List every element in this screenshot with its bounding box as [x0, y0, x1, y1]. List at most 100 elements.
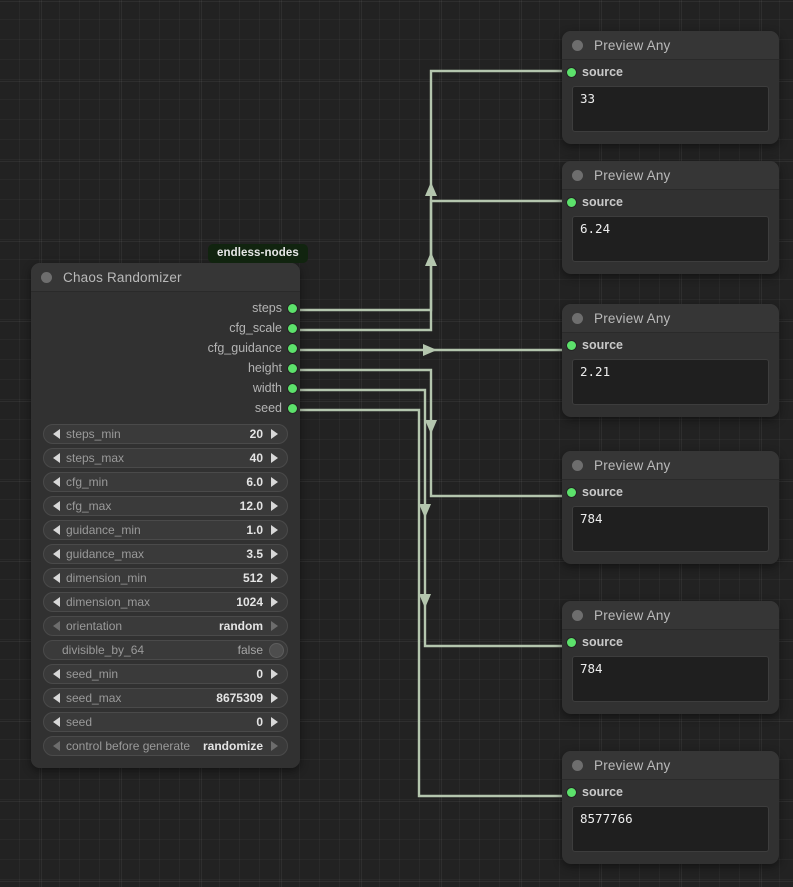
widget-value[interactable]: false [237, 643, 263, 657]
chevron-right-icon[interactable] [271, 429, 278, 439]
input-slot-dot-icon[interactable] [567, 637, 576, 647]
chevron-left-icon[interactable] [53, 597, 60, 607]
input-slot-dot-icon[interactable] [567, 67, 576, 77]
chevron-left-icon[interactable] [53, 717, 60, 727]
collapse-dot-icon[interactable] [572, 169, 583, 181]
widget-value[interactable]: 6.0 [246, 475, 263, 489]
node-header[interactable]: Preview Any [562, 161, 779, 190]
chevron-right-icon[interactable] [271, 501, 278, 511]
collapse-dot-icon[interactable] [572, 609, 583, 621]
collapse-dot-icon[interactable] [572, 312, 583, 324]
collapse-dot-icon[interactable] [572, 759, 583, 771]
chevron-left-icon[interactable] [53, 453, 60, 463]
chevron-left-icon[interactable] [53, 477, 60, 487]
chevron-left-icon[interactable] [53, 621, 60, 631]
output-slot-dot-icon[interactable] [288, 383, 297, 393]
chevron-right-icon[interactable] [271, 549, 278, 559]
chevron-right-icon[interactable] [271, 597, 278, 607]
output-slot-dot-icon[interactable] [288, 403, 297, 413]
output-slot-cfg_guidance[interactable]: cfg_guidance [31, 338, 300, 358]
chevron-right-icon[interactable] [271, 621, 278, 631]
output-slot-dot-icon[interactable] [288, 303, 297, 313]
input-slot-source[interactable]: source [562, 60, 779, 84]
output-slot-cfg_scale[interactable]: cfg_scale [31, 318, 300, 338]
chevron-left-icon[interactable] [53, 501, 60, 511]
output-slot-seed[interactable]: seed [31, 398, 300, 418]
node-preview-any-2[interactable]: Preview Any source 6.24 [562, 161, 779, 274]
collapse-dot-icon[interactable] [572, 39, 583, 51]
widget-value[interactable]: 12.0 [239, 499, 263, 513]
preview-value-textarea[interactable]: 8577766 [572, 806, 769, 852]
chevron-left-icon[interactable] [53, 525, 60, 535]
input-slot-dot-icon[interactable] [567, 340, 576, 350]
chevron-right-icon[interactable] [271, 453, 278, 463]
chevron-left-icon[interactable] [53, 669, 60, 679]
preview-value-textarea[interactable]: 33 [572, 86, 769, 132]
chevron-left-icon[interactable] [53, 573, 60, 583]
node-header[interactable]: Chaos Randomizer [31, 263, 300, 292]
chevron-left-icon[interactable] [53, 429, 60, 439]
chevron-right-icon[interactable] [271, 573, 278, 583]
widget-value[interactable]: 3.5 [246, 547, 263, 561]
node-header[interactable]: Preview Any [562, 601, 779, 630]
widget-value[interactable]: 40 [249, 451, 263, 465]
input-slot-source[interactable]: source [562, 333, 779, 357]
input-slot-source[interactable]: source [562, 480, 779, 504]
input-slot-dot-icon[interactable] [567, 197, 576, 207]
chevron-right-icon[interactable] [271, 693, 278, 703]
widget-value[interactable]: 1.0 [246, 523, 263, 537]
preview-value-textarea[interactable]: 6.24 [572, 216, 769, 262]
widget-value[interactable]: random [218, 619, 263, 633]
widget-value[interactable]: 512 [242, 571, 263, 585]
chevron-left-icon[interactable] [53, 741, 60, 751]
chevron-right-icon[interactable] [271, 717, 278, 727]
collapse-dot-icon[interactable] [41, 271, 52, 283]
input-slot-source[interactable]: source [562, 190, 779, 214]
input-slot-source[interactable]: source [562, 780, 779, 804]
node-header[interactable]: Preview Any [562, 451, 779, 480]
preview-value-textarea[interactable]: 784 [572, 656, 769, 702]
preview-value-textarea[interactable]: 2.21 [572, 359, 769, 405]
output-slot-steps[interactable]: steps [31, 298, 300, 318]
output-slot-width[interactable]: width [31, 378, 300, 398]
output-slot-height[interactable]: height [31, 358, 300, 378]
node-header[interactable]: Preview Any [562, 304, 779, 333]
node-preview-any-6[interactable]: Preview Any source 8577766 [562, 751, 779, 864]
output-slot-dot-icon[interactable] [288, 363, 297, 373]
widget-value[interactable]: 0 [256, 667, 263, 681]
node-preview-any-4[interactable]: Preview Any source 784 [562, 451, 779, 564]
chevron-right-icon[interactable] [271, 477, 278, 487]
node-preview-any-3[interactable]: Preview Any source 2.21 [562, 304, 779, 417]
widget-value[interactable]: 8675309 [216, 691, 263, 705]
chevron-right-icon[interactable] [271, 741, 278, 751]
node-preview-any-1[interactable]: Preview Any source 33 [562, 31, 779, 144]
collapse-dot-icon[interactable] [572, 459, 583, 471]
input-slot-dot-icon[interactable] [567, 787, 576, 797]
widget-value[interactable]: randomize [202, 739, 263, 753]
chevron-left-icon[interactable] [53, 549, 60, 559]
node-header[interactable]: Preview Any [562, 31, 779, 60]
input-slot-source[interactable]: source [562, 630, 779, 654]
widget-value[interactable]: 0 [256, 715, 263, 729]
output-slot-dot-icon[interactable] [288, 323, 297, 333]
widget-value[interactable]: 20 [249, 427, 263, 441]
toggle-knob[interactable] [269, 642, 284, 658]
node-preview-any-5[interactable]: Preview Any source 784 [562, 601, 779, 714]
chevron-left-icon[interactable] [53, 693, 60, 703]
chevron-right-icon[interactable] [271, 525, 278, 535]
